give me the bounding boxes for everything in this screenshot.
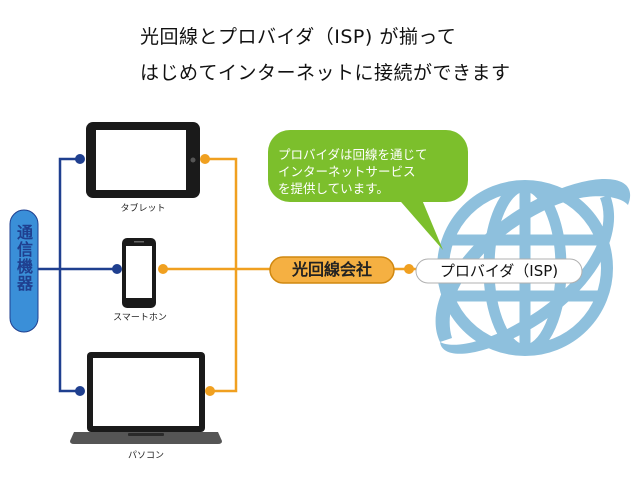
speech-bubble — [268, 130, 468, 250]
speech-bubble-text: プロバイダは回線を通じて インターネットサービス を提供しています。 — [278, 146, 460, 197]
title-line-1: 光回線とプロバイダ（ISP) が揃って — [140, 26, 457, 48]
laptop-icon — [70, 352, 222, 444]
tablet-label: タブレット — [120, 204, 166, 214]
smartphone-label: スマートホン — [113, 313, 167, 323]
navy-endpoint-dots — [75, 154, 122, 396]
isp-label: プロバイダ（ISP) — [439, 262, 559, 280]
bubble-line-1: プロバイダは回線を通じて — [278, 147, 428, 162]
line-company-pill — [269, 256, 395, 284]
orange-endpoint-dots — [158, 154, 414, 396]
smartphone-icon — [122, 238, 156, 308]
tablet-icon — [86, 122, 200, 198]
title-line-2: はじめてインターネットに接続ができます — [140, 62, 511, 84]
line-company-label: 光回線会社 — [291, 260, 372, 279]
navy-connection-lines — [35, 157, 117, 393]
bubble-line-3: を提供しています。 — [278, 181, 389, 196]
isp-label-box — [415, 258, 583, 284]
laptop-label: パソコン — [127, 451, 165, 461]
device-group-pill — [9, 209, 39, 333]
device-group-label: 通信機器 — [14, 224, 33, 292]
bubble-line-2: インターネットサービス — [278, 164, 416, 179]
